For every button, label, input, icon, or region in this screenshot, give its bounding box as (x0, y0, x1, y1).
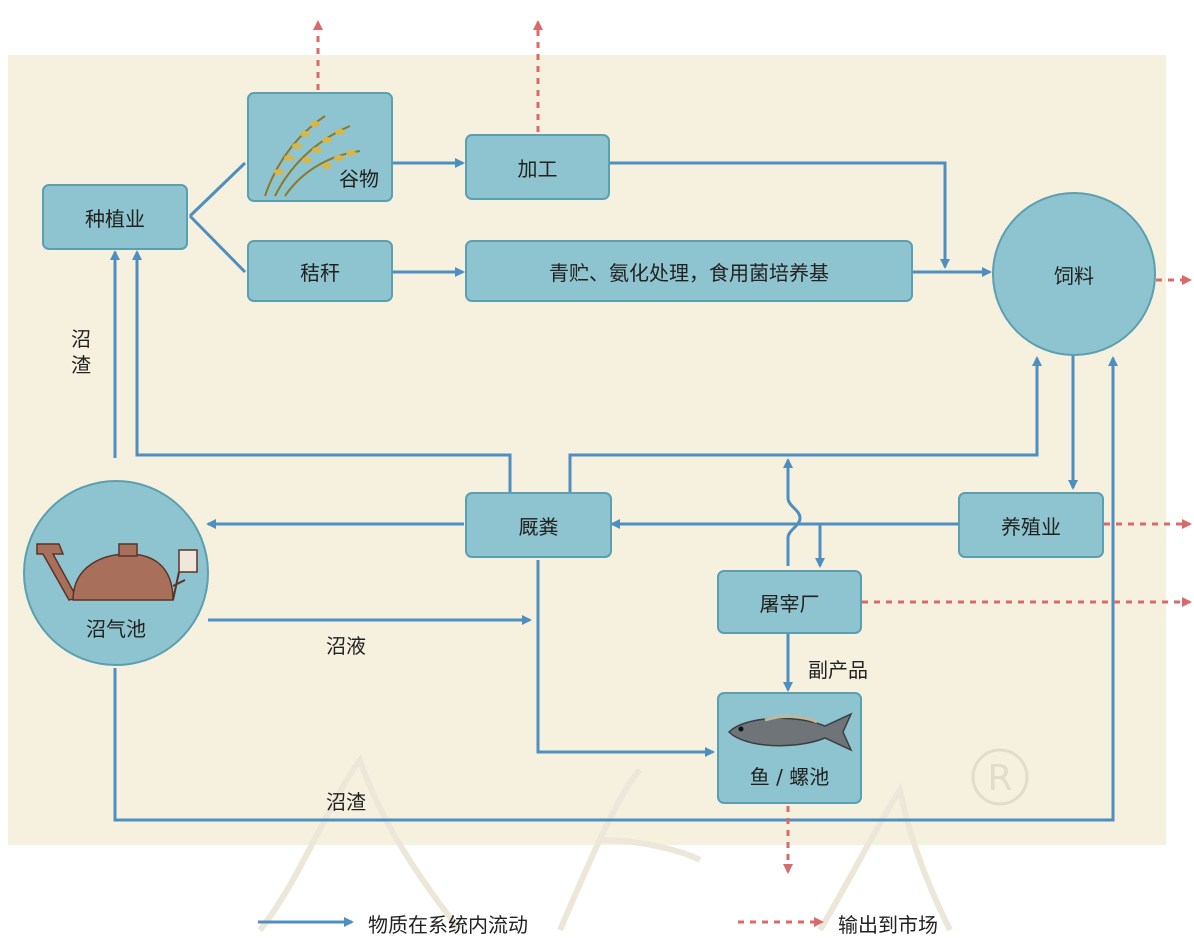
node-straw-treatment: 青贮、氨化处理，食用菌培养基 (465, 240, 913, 302)
fish-icon (727, 712, 853, 752)
node-breeding: 养殖业 (958, 492, 1104, 558)
node-biogas: 沼气池 (23, 480, 209, 666)
node-slaughter: 屠宰厂 (717, 570, 862, 634)
node-planting-label: 种植业 (85, 206, 145, 231)
node-fish-pond: 鱼 / 螺池 (717, 692, 862, 804)
node-grain: 谷物 (247, 92, 393, 202)
node-biogas-label: 沼气池 (86, 617, 146, 641)
node-manure-label: 厩粪 (518, 514, 559, 539)
legend-market-output-label: 输出到市场 (838, 913, 938, 937)
node-feed: 饲料 (992, 192, 1156, 356)
market-output-arrows (313, 20, 1192, 874)
node-fish-pond-label: 鱼 / 螺池 (749, 765, 830, 789)
node-grain-label: 谷物 (339, 167, 379, 191)
biogas-tank-icon (36, 543, 198, 601)
label-biogas-liquid: 沼液 (326, 634, 366, 658)
label-byproduct: 副产品 (808, 658, 868, 682)
label-biogas-residue-up: 沼渣 (71, 327, 91, 377)
node-planting: 种植业 (42, 184, 188, 250)
node-manure: 厩粪 (465, 492, 612, 558)
label-biogas-residue-bottom: 沼渣 (326, 790, 366, 814)
node-straw-treatment-label: 青贮、氨化处理，食用菌培养基 (549, 260, 829, 285)
svg-text:R: R (987, 758, 1012, 799)
node-straw-label: 秸秆 (300, 260, 340, 285)
registered-mark: R (971, 748, 1029, 806)
system-flow-arrows (110, 158, 1118, 822)
node-breeding-label: 养殖业 (1001, 514, 1061, 539)
legend-system-flow-label: 物质在系统内流动 (368, 913, 528, 937)
node-processing-label: 加工 (517, 156, 558, 181)
rice-grain-icon (264, 115, 361, 197)
calligraphy-watermark (257, 753, 953, 932)
node-feed-label: 饲料 (1054, 263, 1094, 288)
node-processing: 加工 (465, 134, 610, 200)
node-straw: 秸秆 (247, 240, 393, 302)
node-slaughter-label: 屠宰厂 (759, 591, 820, 616)
